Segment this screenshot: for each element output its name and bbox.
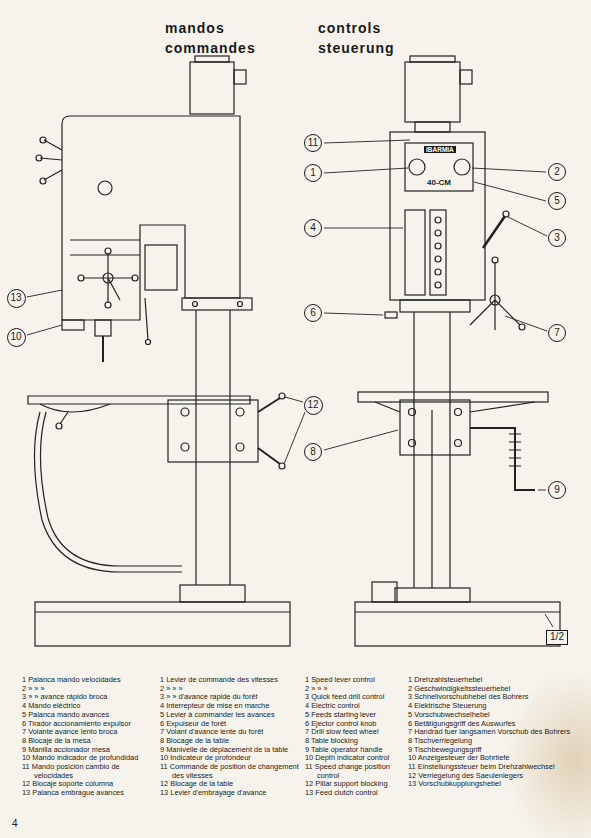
legend-entry: 1 Speed lever control: [305, 676, 405, 685]
legend-entry: 2 » » »: [305, 685, 405, 694]
callout-number: 7: [554, 328, 560, 338]
right-machine: [355, 56, 560, 646]
legend-entry: 12 Pillar support blocking: [305, 780, 405, 789]
callout-circle: 5: [548, 192, 566, 210]
legend-entry: 10 Indicateur de profondeur: [160, 754, 300, 763]
legend-entry: 13 Vorschubkupplungshebel: [408, 780, 584, 789]
legend-entry: 10 Mando indicador de profundidad: [22, 754, 156, 763]
legend-entry: 5 Palanca mando avances: [22, 711, 156, 720]
heading: steuerung: [318, 40, 395, 56]
heading: mandos: [165, 20, 225, 36]
callout-circle: 4: [304, 219, 322, 237]
callout-circle: 10: [7, 328, 26, 347]
legend-entry: 10 Anzeigesteuer der Bohrtiefe: [408, 754, 584, 763]
legend-column: 1 Speed lever control2 » » »3 Quick feed…: [305, 676, 405, 798]
callout-circle: 12: [304, 396, 323, 415]
legend-column: 1 Levier de commande des vitesses2 » » »…: [160, 676, 300, 798]
legend-entry: 11 Commande de position de changement de…: [160, 763, 300, 780]
legend-entry: 2 » » »: [160, 685, 300, 694]
legend-entry: 12 Blocaje soporte columna: [22, 780, 156, 789]
callout-circle: 3: [548, 229, 566, 247]
legend-column: 1 Palanca mando velocidades2 » » »3 » » …: [22, 676, 156, 798]
page-number: 4: [12, 818, 18, 829]
legend-entry: 7 Drill slow feed wheel: [305, 728, 405, 737]
callout-circle: 7: [548, 324, 566, 342]
legend-entry: 11 Mando posición cambio de velocidades: [22, 763, 156, 780]
legend-entry: 8 Tischverriegelung: [408, 737, 584, 746]
callout-number: 3: [554, 233, 560, 243]
legend-entry: 9 Table operator handle: [305, 746, 405, 755]
legend-entry: 9 Manilla accionador mesa: [22, 746, 156, 755]
callout-number: 5: [554, 196, 560, 206]
maker-plate: IBARMIA: [424, 146, 456, 153]
legend-entry: 10 Depth indicator control: [305, 754, 405, 763]
callout-number: 10: [10, 332, 21, 342]
legend-entry: 7 Handrad fuer langsamen Vorschub des Bo…: [408, 728, 584, 737]
left-machine: [28, 56, 290, 646]
callout-circle: 6: [304, 304, 322, 322]
legend-entry: 3 » » d'avance rapide du forêt: [160, 693, 300, 702]
legend-entry: 8 Blocaje de la mesa: [22, 737, 156, 746]
legend-entry: 4 Mando eléctrico: [22, 702, 156, 711]
callout-number: 1/2: [550, 632, 564, 642]
callout-circle: 8: [304, 443, 322, 461]
callout-number: 13: [10, 293, 21, 303]
legend-entry: 4 Interrepteur de mise en marche: [160, 702, 300, 711]
legend-entry: 3 Schnellvorschubhebel des Bohrers: [408, 693, 584, 702]
callout-number: 9: [554, 485, 560, 495]
callout-circle: 1: [304, 164, 322, 182]
legend-entry: 11 Einstellungssteuer beim Drehzahlwechs…: [408, 763, 584, 772]
callout-number: 6: [310, 308, 316, 318]
legend-entry: 2 Geschwindigkeitssteuerhebel: [408, 685, 584, 694]
legend-entry: 6 Tirador accionamiento expulsor: [22, 720, 156, 729]
leader-lines: [27, 140, 553, 627]
legend-entry: 6 Ejector control knob: [305, 720, 405, 729]
legend-entry: 9 Tischbewegungsgriff: [408, 746, 584, 755]
callout-number: 1: [310, 168, 316, 178]
model-plate: 40-CM: [427, 178, 451, 187]
callout-box: 1/2: [546, 630, 568, 645]
legend-entry: 3 Quick feed drill control: [305, 693, 405, 702]
callout-number: 12: [307, 400, 318, 410]
callout-circle: 2: [548, 163, 566, 181]
legend-entry: 9 Manivelle de déplacement de la table: [160, 746, 300, 755]
legend-entry: 2 » » »: [22, 685, 156, 694]
legend-entry: 8 Blocage de la table: [160, 737, 300, 746]
legend-entry: 5 Levier à commander les avances: [160, 711, 300, 720]
callout-number: 8: [310, 447, 316, 457]
legend-entry: 4 Electric control: [305, 702, 405, 711]
legend-entry: 13 Feed clutch control: [305, 789, 405, 798]
legend-entry: 8 Table blocking: [305, 737, 405, 746]
legend-entry: 6 Betätigungsgriff des Auswurfes: [408, 720, 584, 729]
callout-number: 4: [310, 223, 316, 233]
callout-circle: 9: [548, 481, 566, 499]
callout-number: 2: [554, 167, 560, 177]
legend-entry: 5 Vorschubwechselhebel: [408, 711, 584, 720]
callout-number: 11: [308, 138, 318, 148]
legend-entry: 7 Volant d'avance lente du forêt: [160, 728, 300, 737]
legend-entry: 12 Blocage de la table: [160, 780, 300, 789]
legend-entry: 1 Palanca mando velocidades: [22, 676, 156, 685]
legend-entry: 13 Palanca embrague avances: [22, 789, 156, 798]
heading: controls: [318, 20, 381, 36]
callout-circle: 11: [304, 134, 322, 152]
legend-entry: 11 Speed change position control: [305, 763, 405, 780]
legend-entry: 5 Feeds starting lever: [305, 711, 405, 720]
legend-entry: 13 Levier d'embrayage d'avance: [160, 789, 300, 798]
legend-entry: 6 Expulseur de forêt: [160, 720, 300, 729]
legend-entry: 1 Levier de commande des vitesses: [160, 676, 300, 685]
legend-entry: 4 Elektrische Steuerung: [408, 702, 584, 711]
callout-circle: 13: [7, 289, 26, 308]
legend-entry: 12 Verriegelung des Saeulenlegers: [408, 772, 584, 781]
legend-column: 1 Drehzahlsteuerhebel2 Geschwindigkeitss…: [408, 676, 584, 789]
legend-entry: 3 » » avance rápido broca: [22, 693, 156, 702]
legend-entry: 1 Drehzahlsteuerhebel: [408, 676, 584, 685]
heading: commandes: [165, 40, 256, 56]
legend-entry: 7 Volante avance lento broca: [22, 728, 156, 737]
